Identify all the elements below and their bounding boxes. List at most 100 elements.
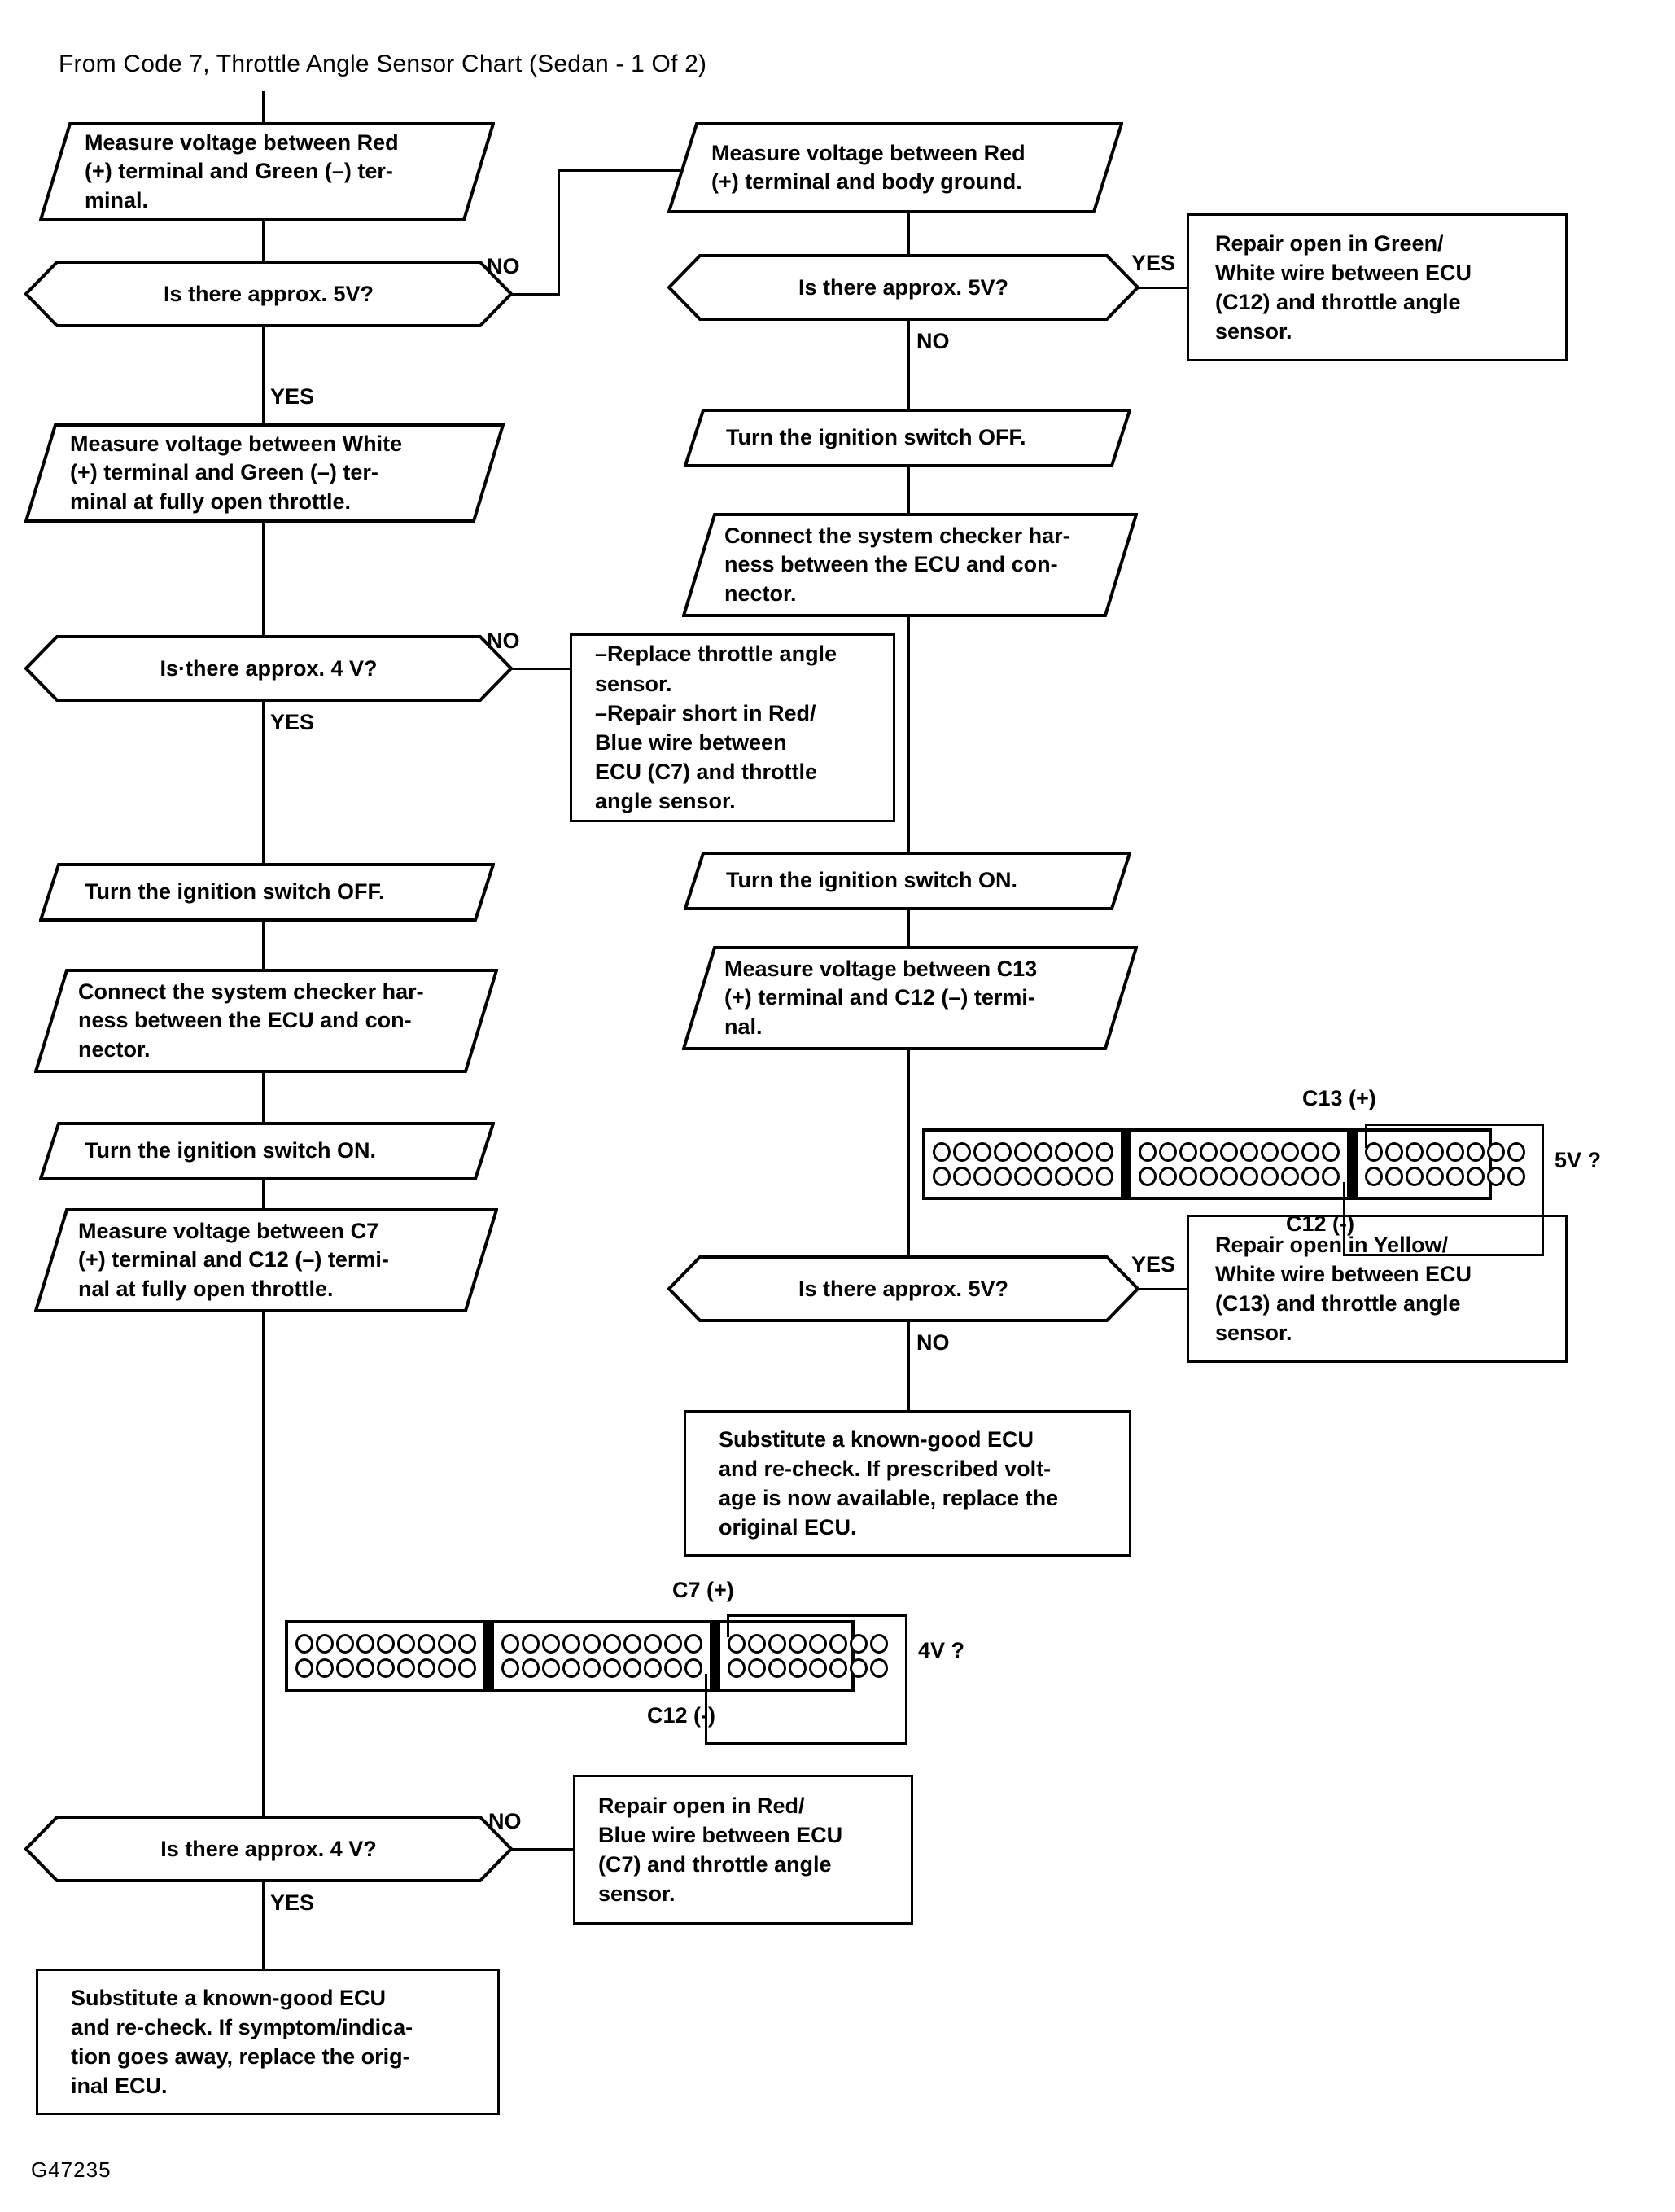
hexagon-shape xyxy=(24,635,513,702)
connector-pin xyxy=(1322,1142,1340,1162)
node-substitute-ecu-left: Substitute a known-good ECU and re-check… xyxy=(36,1969,500,2115)
branch-label-no: NO xyxy=(916,329,950,353)
connector-pin xyxy=(994,1167,1012,1186)
connector-pin xyxy=(316,1658,334,1678)
connector-pin xyxy=(789,1658,807,1678)
connector-pin xyxy=(542,1658,560,1678)
connector-pin xyxy=(562,1634,580,1654)
connector-line xyxy=(511,668,570,670)
connector-pin xyxy=(295,1658,313,1678)
connector-row xyxy=(933,1167,1113,1186)
connector-pin xyxy=(542,1634,560,1654)
connector-pin xyxy=(728,1658,746,1678)
connector-pin xyxy=(1034,1142,1052,1162)
connector-pin xyxy=(973,1142,991,1162)
connector-pin xyxy=(1139,1167,1157,1186)
connector-row xyxy=(1139,1167,1340,1186)
connector-pin xyxy=(458,1658,476,1678)
connector-pin xyxy=(356,1634,374,1654)
node-text: Repair open in Green/ White wire between… xyxy=(1215,230,1472,344)
node-ignition-off-middle: Turn the ignition switch OFF. xyxy=(684,409,1131,467)
node-ignition-on-middle: Turn the ignition switch ON. xyxy=(684,852,1131,910)
connector-segment-3 xyxy=(1358,1132,1533,1197)
connector-pin-c7-plus xyxy=(789,1634,807,1654)
connector-label-voltage-4v: 4V ? xyxy=(918,1638,965,1662)
connector-line xyxy=(905,1614,907,1743)
connector-pin xyxy=(1385,1167,1403,1186)
connector-pin xyxy=(1220,1142,1238,1162)
connector-pin xyxy=(1426,1167,1444,1186)
connector-pin xyxy=(870,1634,888,1654)
connector-pin xyxy=(316,1634,334,1654)
node-text: Is there approx. 4 V? xyxy=(160,1836,377,1861)
connector-pin xyxy=(1139,1142,1157,1162)
connector-line xyxy=(262,220,265,261)
connector-pin xyxy=(1261,1142,1279,1162)
connector-pin xyxy=(994,1142,1012,1162)
connector-pin xyxy=(562,1658,580,1678)
node-text: –Replace throttle angle sensor. –Repair … xyxy=(595,642,838,814)
branch-label-no: NO xyxy=(916,1330,950,1355)
connector-pin xyxy=(1365,1167,1383,1186)
connector-pin xyxy=(1446,1142,1464,1162)
node-text: Turn the ignition switch OFF. xyxy=(726,425,1026,450)
connector-pin xyxy=(850,1658,868,1678)
node-text: Substitute a known-good ECU and re-check… xyxy=(71,1985,413,2099)
node-text: Measure voltage between Red (+) terminal… xyxy=(711,140,1026,194)
connector-pin xyxy=(1406,1167,1424,1186)
parallelogram-shape xyxy=(684,852,1131,910)
connector-pin xyxy=(953,1142,971,1162)
node-measure-red-green: Measure voltage between Red (+) terminal… xyxy=(39,122,495,221)
connector-pin xyxy=(1281,1142,1299,1162)
decision-is-4v-upper-left: Is·there approx. 4 V? xyxy=(24,635,513,702)
connector-pin xyxy=(1200,1142,1218,1162)
connector-pin xyxy=(1075,1167,1093,1186)
ecu-connector-upper xyxy=(922,1128,1525,1200)
branch-label-yes: YES xyxy=(270,1890,315,1915)
connector-pin xyxy=(1281,1167,1299,1186)
connector-pin xyxy=(1034,1167,1052,1186)
node-replace-throttle-sensor: –Replace throttle angle sensor. –Repair … xyxy=(570,633,895,822)
connector-pin xyxy=(1014,1167,1032,1186)
connector-line xyxy=(1365,1124,1367,1148)
connector-pin xyxy=(1055,1142,1073,1162)
connector-line xyxy=(262,920,265,969)
connector-row xyxy=(1365,1142,1525,1162)
connector-row xyxy=(1139,1142,1340,1162)
connector-pin xyxy=(623,1634,641,1654)
node-text: Repair open in Yellow/ White wire betwee… xyxy=(1215,1232,1472,1346)
connector-line xyxy=(1365,1124,1544,1126)
node-text: Turn the ignition switch OFF. xyxy=(85,879,385,905)
node-ignition-on-left: Turn the ignition switch ON. xyxy=(39,1122,495,1180)
connector-line xyxy=(262,700,265,863)
parallelogram-shape xyxy=(39,122,495,221)
node-ignition-off-left: Turn the ignition switch OFF. xyxy=(39,863,495,922)
connector-pin xyxy=(603,1634,621,1654)
connector-pin xyxy=(728,1634,746,1654)
connector-pin xyxy=(397,1634,415,1654)
connector-divider xyxy=(710,1623,720,1689)
connector-label-c12-minus: C12 (-) xyxy=(1286,1211,1355,1236)
decision-is-5v-middle-upper: Is there approx. 5V? xyxy=(667,254,1139,321)
connector-line xyxy=(262,1179,265,1208)
connector-line xyxy=(907,466,910,513)
connector-line xyxy=(262,1311,265,1816)
connector-line xyxy=(727,1614,729,1637)
parallelogram-shape xyxy=(684,409,1131,467)
node-text: Is there approx. 5V? xyxy=(798,1276,1009,1301)
parallelogram-shape xyxy=(682,946,1138,1050)
connector-pin xyxy=(583,1658,601,1678)
connector-pin xyxy=(748,1634,766,1654)
connector-pin xyxy=(1014,1142,1032,1162)
connector-line xyxy=(907,615,910,852)
connector-row xyxy=(295,1658,476,1678)
node-text: Substitute a known-good ECU and re-check… xyxy=(719,1426,1059,1540)
connector-row xyxy=(728,1634,888,1654)
connector-pin xyxy=(1159,1142,1177,1162)
connector-line xyxy=(705,1742,907,1745)
connector-line xyxy=(262,521,265,635)
branch-label-yes: YES xyxy=(270,384,315,409)
node-connect-harness-left: Connect the system checker har- ness bet… xyxy=(34,969,498,1073)
parallelogram-shape xyxy=(39,863,495,922)
connector-pin xyxy=(1507,1167,1525,1186)
